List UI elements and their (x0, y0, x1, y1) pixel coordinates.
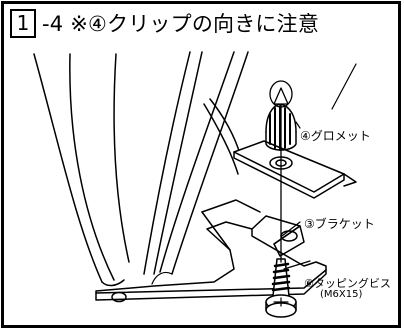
step-number-box: 1 (10, 8, 36, 38)
leader-lines (281, 63, 357, 270)
direction-indicator (269, 80, 293, 263)
grommet-part (233, 103, 357, 199)
label-screw: ⑥タッピングビス (304, 277, 391, 290)
label-bracket: ③ブラケット (304, 217, 375, 231)
label-grommet: ④グロメット (300, 129, 371, 143)
tapping-screw-part (265, 258, 297, 318)
vehicle-body-lines (33, 51, 249, 287)
assembly-diagram (33, 51, 357, 318)
title-text: -4 ※④クリップの向きに注意 (42, 12, 320, 36)
page-title: 1 -4 ※④クリップの向きに注意 (10, 8, 319, 38)
label-screw-size: (M6X15) (320, 289, 363, 300)
bracket-part (95, 199, 327, 303)
instruction-panel: 1 -4 ※④クリップの向きに注意 ④グロメット ③ブラケット ⑥タッピングビス… (1, 1, 401, 328)
